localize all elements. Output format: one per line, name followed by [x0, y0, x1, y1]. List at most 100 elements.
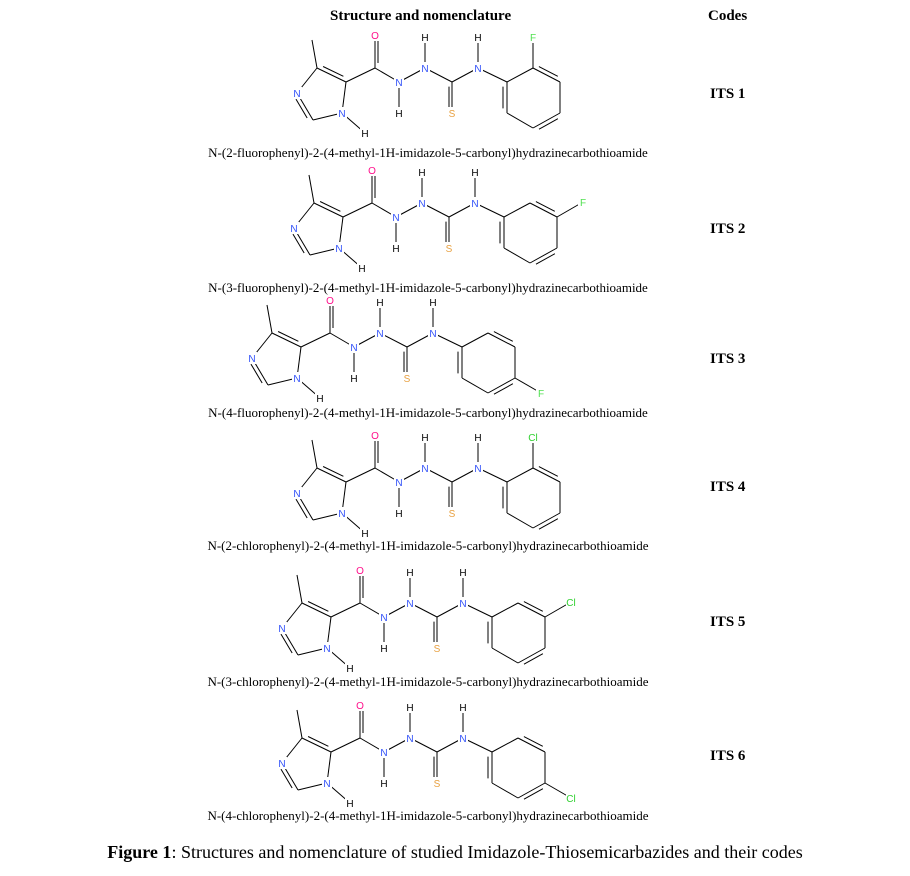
double-bond	[493, 331, 514, 342]
bond	[517, 782, 546, 799]
bond	[491, 602, 519, 618]
atom-bg	[447, 507, 457, 519]
atom-label: H	[459, 703, 466, 714]
bond	[532, 67, 561, 83]
atom-bg	[345, 662, 355, 674]
atom-label: N	[338, 109, 345, 120]
atom-bg	[379, 642, 389, 654]
atom-bg	[334, 242, 344, 254]
atom-label: H	[406, 703, 413, 714]
bond	[311, 439, 318, 469]
atom-label: H	[376, 298, 383, 309]
compound-code: ITS 6	[710, 748, 746, 764]
bond	[506, 467, 534, 483]
atom-label: F	[538, 389, 544, 400]
bond	[330, 737, 361, 753]
atom-bg	[528, 31, 538, 43]
atom-bg	[322, 642, 332, 654]
atom-bg	[247, 352, 257, 364]
atom-bg	[277, 757, 287, 769]
bond	[529, 247, 558, 264]
double-bond	[523, 788, 544, 800]
bond	[301, 602, 332, 618]
bond	[461, 332, 489, 348]
bond	[342, 202, 373, 218]
compound-code: ITS 5	[710, 614, 746, 630]
atom-bg	[447, 107, 457, 119]
atom-label: O	[356, 566, 364, 577]
atom-bg	[458, 732, 468, 744]
double-bond	[523, 601, 544, 612]
bond	[330, 602, 361, 618]
double-bond	[280, 768, 293, 789]
compound-name: N-(4-fluorophenyl)-2-(4-methyl-1H-imidaz…	[208, 405, 648, 420]
atom-bg	[473, 462, 483, 474]
atom-bg	[292, 87, 302, 99]
atom-label: H	[395, 509, 402, 520]
bond	[461, 377, 489, 394]
atom-bg	[473, 31, 483, 43]
atom-bg	[394, 507, 404, 519]
double-bond	[493, 383, 514, 395]
atom-bg	[391, 242, 401, 254]
atom-label: H	[380, 779, 387, 790]
atom-bg	[322, 777, 332, 789]
double-bond	[523, 736, 544, 747]
bond	[313, 202, 344, 218]
atom-label: S	[446, 244, 453, 255]
atom-bg	[367, 164, 377, 176]
figure-caption: Figure 1: Structures and nomenclature of…	[0, 842, 910, 863]
atom-bg	[428, 296, 438, 308]
atom-bg	[566, 596, 576, 608]
bond	[487, 332, 516, 348]
atom-label: N	[395, 78, 402, 89]
atom-bg	[402, 372, 412, 384]
atom-label: H	[474, 33, 481, 44]
atom-label: N	[406, 599, 413, 610]
bond	[296, 574, 303, 604]
atom-bg	[470, 197, 480, 209]
atom-bg	[355, 564, 365, 576]
atom-bg	[420, 431, 430, 443]
atom-bg	[420, 462, 430, 474]
double-bond	[307, 601, 329, 612]
atom-bg	[379, 746, 389, 758]
atom-label: H	[474, 433, 481, 444]
bond	[532, 512, 561, 529]
compound-name: N-(3-fluorophenyl)-2-(4-methyl-1H-imidaz…	[208, 280, 648, 295]
atom-label: N	[380, 748, 387, 759]
atom-label: H	[316, 394, 323, 405]
bond	[271, 332, 302, 348]
atom-bg	[394, 76, 404, 88]
atom-bg	[370, 29, 380, 41]
bond	[296, 709, 303, 739]
compound-code: ITS 4	[710, 479, 746, 495]
atom-bg	[470, 166, 480, 178]
atom-bg	[379, 611, 389, 623]
bond	[532, 112, 561, 129]
double-bond	[292, 233, 305, 254]
atom-label: H	[406, 568, 413, 579]
atom-label: S	[449, 109, 456, 120]
compound-name: N-(4-chlorophenyl)-2-(4-methyl-1H-imidaz…	[207, 808, 649, 823]
caption-text: : Structures and nomenclature of studied…	[171, 842, 803, 862]
double-bond	[523, 653, 544, 665]
compound-code: ITS 2	[710, 221, 746, 237]
atom-bg	[473, 431, 483, 443]
double-bond	[277, 331, 299, 342]
atom-label: N	[248, 354, 255, 365]
atom-label: H	[421, 33, 428, 44]
atom-bg	[417, 166, 427, 178]
double-bond	[538, 466, 559, 477]
atom-label: N	[429, 329, 436, 340]
bond	[506, 112, 534, 129]
atom-label: H	[361, 529, 368, 540]
atom-label: H	[471, 168, 478, 179]
bond	[503, 202, 531, 218]
double-bond	[307, 736, 329, 747]
double-bond	[322, 466, 344, 477]
bond	[503, 247, 531, 264]
atom-label: H	[429, 298, 436, 309]
